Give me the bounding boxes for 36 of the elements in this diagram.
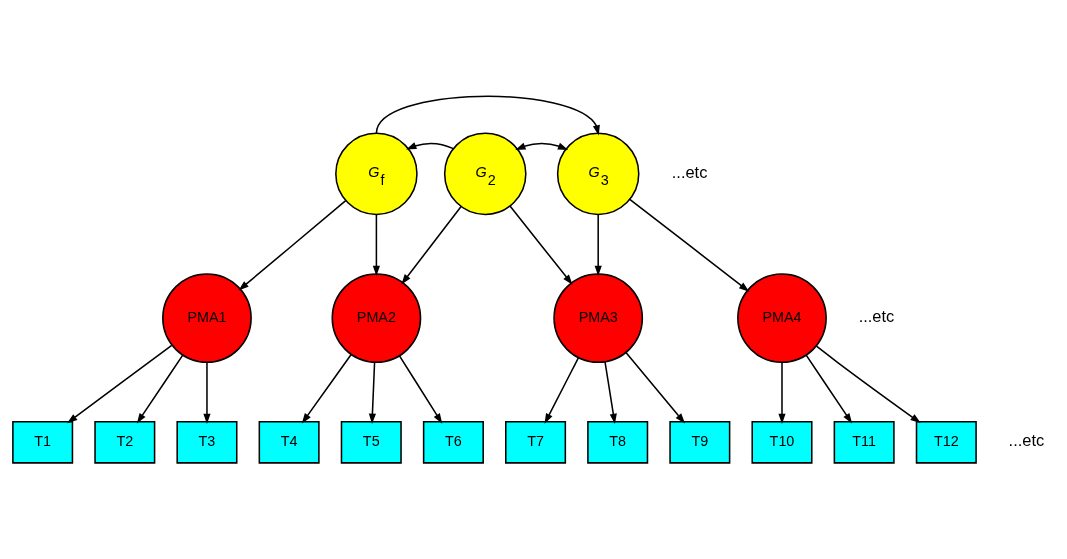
node-box: T4 [258, 421, 320, 464]
label: ...etc [1008, 431, 1045, 450]
arrow [375, 95, 600, 136]
label: ...etc [671, 162, 708, 181]
arrow [203, 361, 211, 424]
node-box: T3 [176, 421, 238, 464]
node-box: T8 [587, 421, 649, 464]
arrow [594, 213, 602, 276]
arrow [625, 351, 686, 424]
node-box: T1 [12, 421, 74, 464]
node-box: T10 [751, 421, 813, 464]
arrow [301, 353, 352, 424]
label: ...etc [858, 307, 895, 326]
node-box: T11 [833, 421, 895, 464]
arrow [629, 198, 750, 292]
arrow [406, 142, 455, 150]
node-box: T12 [915, 421, 977, 464]
arrow [238, 199, 347, 291]
arrow [398, 355, 443, 424]
node-box: T5 [340, 421, 402, 464]
arrow [778, 361, 786, 424]
arrow [368, 361, 377, 424]
node-box: T9 [669, 421, 731, 464]
arrow [805, 354, 853, 424]
arrow [372, 213, 380, 277]
arrow [815, 345, 921, 424]
node-box: T7 [505, 421, 567, 464]
arrow [509, 205, 573, 285]
node-box: T2 [94, 421, 156, 464]
arrow [136, 354, 184, 424]
node-box: T6 [422, 421, 484, 464]
arrow [515, 142, 569, 150]
arrow [544, 357, 580, 424]
arrow [401, 205, 462, 285]
arrow [604, 361, 617, 425]
arrow [67, 344, 173, 424]
